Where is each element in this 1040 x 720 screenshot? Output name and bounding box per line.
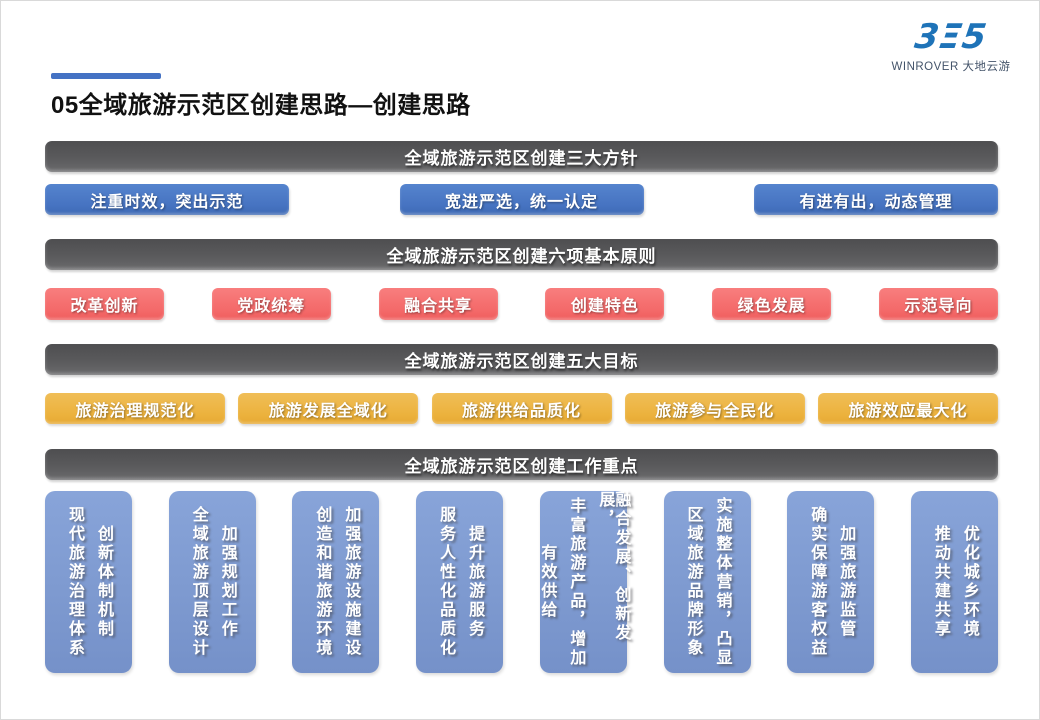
keypoint-box: 加强旅游监管 确实保障游客权益 — [787, 491, 875, 673]
keypoint-text: 全域旅游顶层设计 — [189, 506, 207, 658]
goal-item: 旅游治理规范化 — [45, 393, 225, 424]
keypoint-box: 实施整体营销，凸显 区域旅游品牌形象 — [663, 491, 751, 673]
banner-five-goals: 全域旅游示范区创建五大目标 — [45, 344, 998, 375]
keypoint-box: 提升旅游服务 服务人性化品质化 — [416, 491, 504, 673]
keypoint-box: 融合发展、创新发展， 丰富旅游产品，增加 有效供给 — [538, 491, 630, 673]
logo-365-icon: 3Ξ5 — [912, 17, 990, 57]
goal-item: 旅游效应最大化 — [818, 393, 998, 424]
principles-row: 改革创新 党政统筹 融合共享 创建特色 绿色发展 示范导向 — [45, 288, 998, 320]
goal-item: 旅游发展全域化 — [238, 393, 419, 424]
keypoint-text: 优化城乡环境 — [960, 525, 978, 639]
keypoint-text: 现代旅游治理体系 — [66, 506, 83, 658]
banner-six-principles: 全域旅游示范区创建六项基本原则 — [45, 239, 998, 270]
principle-item: 创建特色 — [545, 288, 665, 320]
keypoint-text: 提升旅游服务 — [466, 525, 484, 639]
logo-caption: WINROVER 大地云游 — [891, 61, 1011, 74]
policies-row: 注重时效，突出示范 宽进严选，统一认定 有进有出，动态管理 — [45, 184, 998, 215]
keypoint-text: 加强旅游监管 — [837, 525, 855, 639]
keypoint-box: 加强规划工作 全域旅游顶层设计 — [168, 491, 256, 673]
keypoint-text: 创新体制机制 — [95, 525, 112, 639]
principle-item: 改革创新 — [45, 288, 164, 320]
keypoint-text: 创造和谐旅游环境 — [313, 506, 331, 658]
keypoint-text: 加强旅游设施建设 — [342, 506, 360, 658]
keypoint-text: 融合发展、创新发展， — [596, 491, 630, 643]
principle-item: 融合共享 — [378, 288, 498, 320]
banner-three-policies: 全域旅游示范区创建三大方针 — [45, 141, 998, 172]
principle-item: 绿色发展 — [712, 288, 832, 320]
keypoint-text: 服务人性化品质化 — [437, 506, 455, 658]
keypoint-box: 加强旅游设施建设 创造和谐旅游环境 — [292, 491, 380, 673]
keypoint-text: 区域旅游品牌形象 — [684, 506, 702, 658]
company-logo: 3Ξ5 WINROVER 大地云游 — [891, 17, 1011, 74]
principle-item: 示范导向 — [878, 288, 998, 320]
banner-work-keypoints: 全域旅游示范区创建工作重点 — [45, 449, 998, 480]
policy-item: 注重时效，突出示范 — [45, 184, 289, 215]
keypoint-text: 丰富旅游产品，增加 — [567, 496, 585, 668]
keypoint-text: 推动共建共享 — [931, 525, 949, 639]
page-title: 05全域旅游示范区创建思路—创建思路 — [51, 92, 471, 119]
keypoint-text: 有效供给 — [538, 544, 556, 620]
goals-row: 旅游治理规范化 旅游发展全域化 旅游供给品质化 旅游参与全民化 旅游效应最大化 — [45, 393, 998, 424]
keypoints-row: 创新体制机制 现代旅游治理体系 加强规划工作 全域旅游顶层设计 加强旅游设施建设… — [45, 491, 998, 673]
keypoint-text: 实施整体营销，凸显 — [713, 496, 731, 668]
goal-item: 旅游供给品质化 — [431, 393, 612, 424]
keypoint-box: 创新体制机制 现代旅游治理体系 — [45, 491, 132, 673]
keypoint-box: 优化城乡环境 推动共建共享 — [910, 491, 998, 673]
title-accent-line — [51, 73, 161, 79]
goal-item: 旅游参与全民化 — [624, 393, 805, 424]
principle-item: 党政统筹 — [211, 288, 331, 320]
keypoint-text: 确实保障游客权益 — [808, 506, 826, 658]
keypoint-text: 加强规划工作 — [218, 525, 236, 639]
policy-item: 宽进严选，统一认定 — [399, 184, 644, 215]
policy-item: 有进有出，动态管理 — [754, 184, 998, 215]
